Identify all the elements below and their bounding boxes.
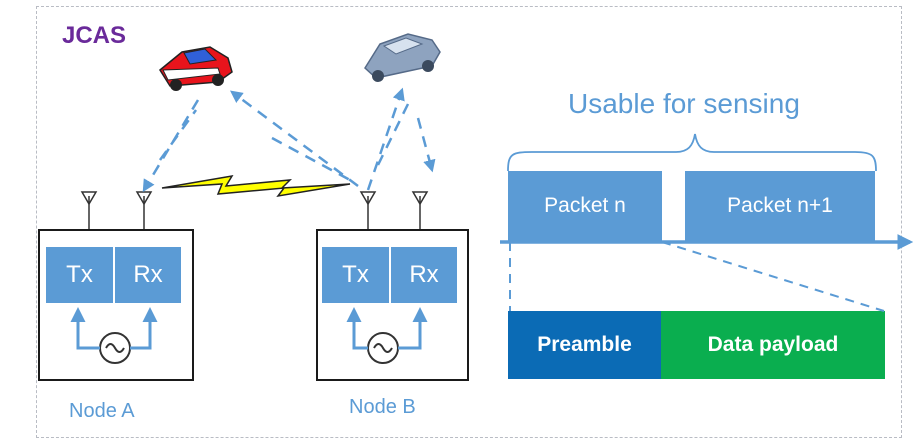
- outer-dashed-frame: [36, 6, 902, 438]
- arrow-icon: [142, 87, 436, 193]
- antenna-icon: [80, 191, 153, 229]
- car-red-icon: [159, 46, 233, 91]
- node-b-label: Node B: [349, 396, 416, 418]
- lightning-bolt-icon: [161, 174, 351, 198]
- node-a-rx-block: Rx: [115, 247, 181, 303]
- node-b-rx-block: Rx: [391, 247, 457, 303]
- packet-n-block: Packet n: [508, 171, 662, 241]
- packet-n1-block: Packet n+1: [685, 171, 875, 241]
- car-gray-icon: [364, 33, 441, 82]
- data-payload-block: Data payload: [661, 311, 885, 379]
- usable-for-sensing-label: Usable for sensing: [568, 88, 800, 119]
- oscillator-icon: [70, 307, 158, 364]
- antenna-icon: [359, 191, 429, 229]
- diagram-title: JCAS: [62, 22, 127, 49]
- preamble-block: Preamble: [508, 311, 661, 379]
- node-a-label: Node A: [69, 400, 135, 422]
- node-b-tx-block: Tx: [322, 247, 389, 303]
- zoom-guide-lines: [509, 241, 885, 312]
- sensing-brace: [507, 133, 877, 172]
- node-a-tx-block: Tx: [46, 247, 113, 303]
- oscillator-icon: [346, 307, 428, 364]
